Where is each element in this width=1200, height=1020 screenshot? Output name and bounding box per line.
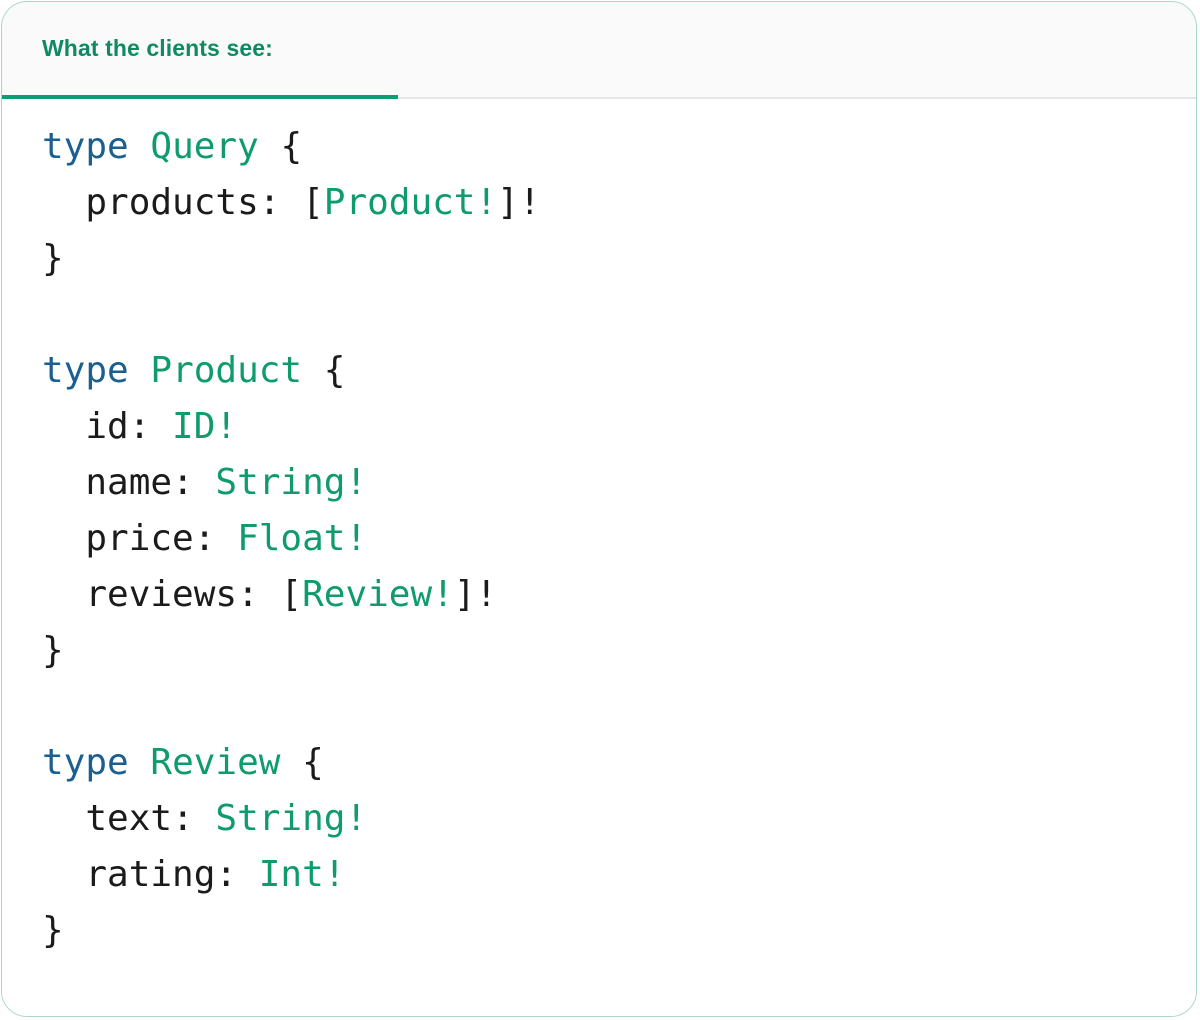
code-token: ]! [497,182,541,223]
code-line: } [42,903,1196,959]
code-line [42,287,1196,343]
code-token: Review! [302,574,454,615]
code-line: type Product { [42,343,1196,399]
code-token: Query [150,126,259,167]
code-token: rating: [42,854,259,895]
code-line: price: Float! [42,511,1196,567]
code-token: Review [150,742,281,783]
code-token: } [42,910,64,951]
code-token: products: [ [42,182,324,223]
code-token: String! [215,462,368,503]
tab-bar: What the clients see: [2,2,1196,99]
tab-label: What the clients see: [42,35,273,61]
code-line: text: String! [42,791,1196,847]
code-token: } [42,238,64,279]
code-line: name: String! [42,455,1196,511]
code-token: name: [42,462,216,503]
code-token [129,742,151,783]
code-token: Product [150,350,303,391]
code-token: Product! [323,182,498,223]
code-line: reviews: [Review!]! [42,567,1196,623]
code-token: type [42,742,129,783]
code-token: text: [42,798,216,839]
code-token: { [258,126,303,167]
code-line: } [42,623,1196,679]
code-line: } [42,231,1196,287]
code-token: type [42,126,129,167]
code-token: ]! [453,574,498,615]
graphql-schema-code: type Query { products: [Product!]!} type… [2,119,1196,959]
code-token: String! [215,798,368,839]
code-token: Int! [258,854,346,895]
code-token: { [280,742,324,783]
code-token: id: [42,406,173,447]
code-token [129,126,151,167]
code-token: } [42,630,64,671]
code-line: products: [Product!]! [42,175,1196,231]
code-line: id: ID! [42,399,1196,455]
code-token: price: [42,518,238,559]
code-token: reviews: [ [42,574,303,615]
code-token: { [302,350,346,391]
code-line: type Review { [42,735,1196,791]
code-token: ID! [172,406,238,447]
tab-what-the-clients-see[interactable]: What the clients see: [2,2,398,99]
code-token [129,350,151,391]
code-panel: type Query { products: [Product!]!} type… [2,99,1196,1016]
code-token: type [42,350,129,391]
code-line: type Query { [42,119,1196,175]
code-token: Float! [237,518,368,559]
code-line: rating: Int! [42,847,1196,903]
code-line [42,679,1196,735]
